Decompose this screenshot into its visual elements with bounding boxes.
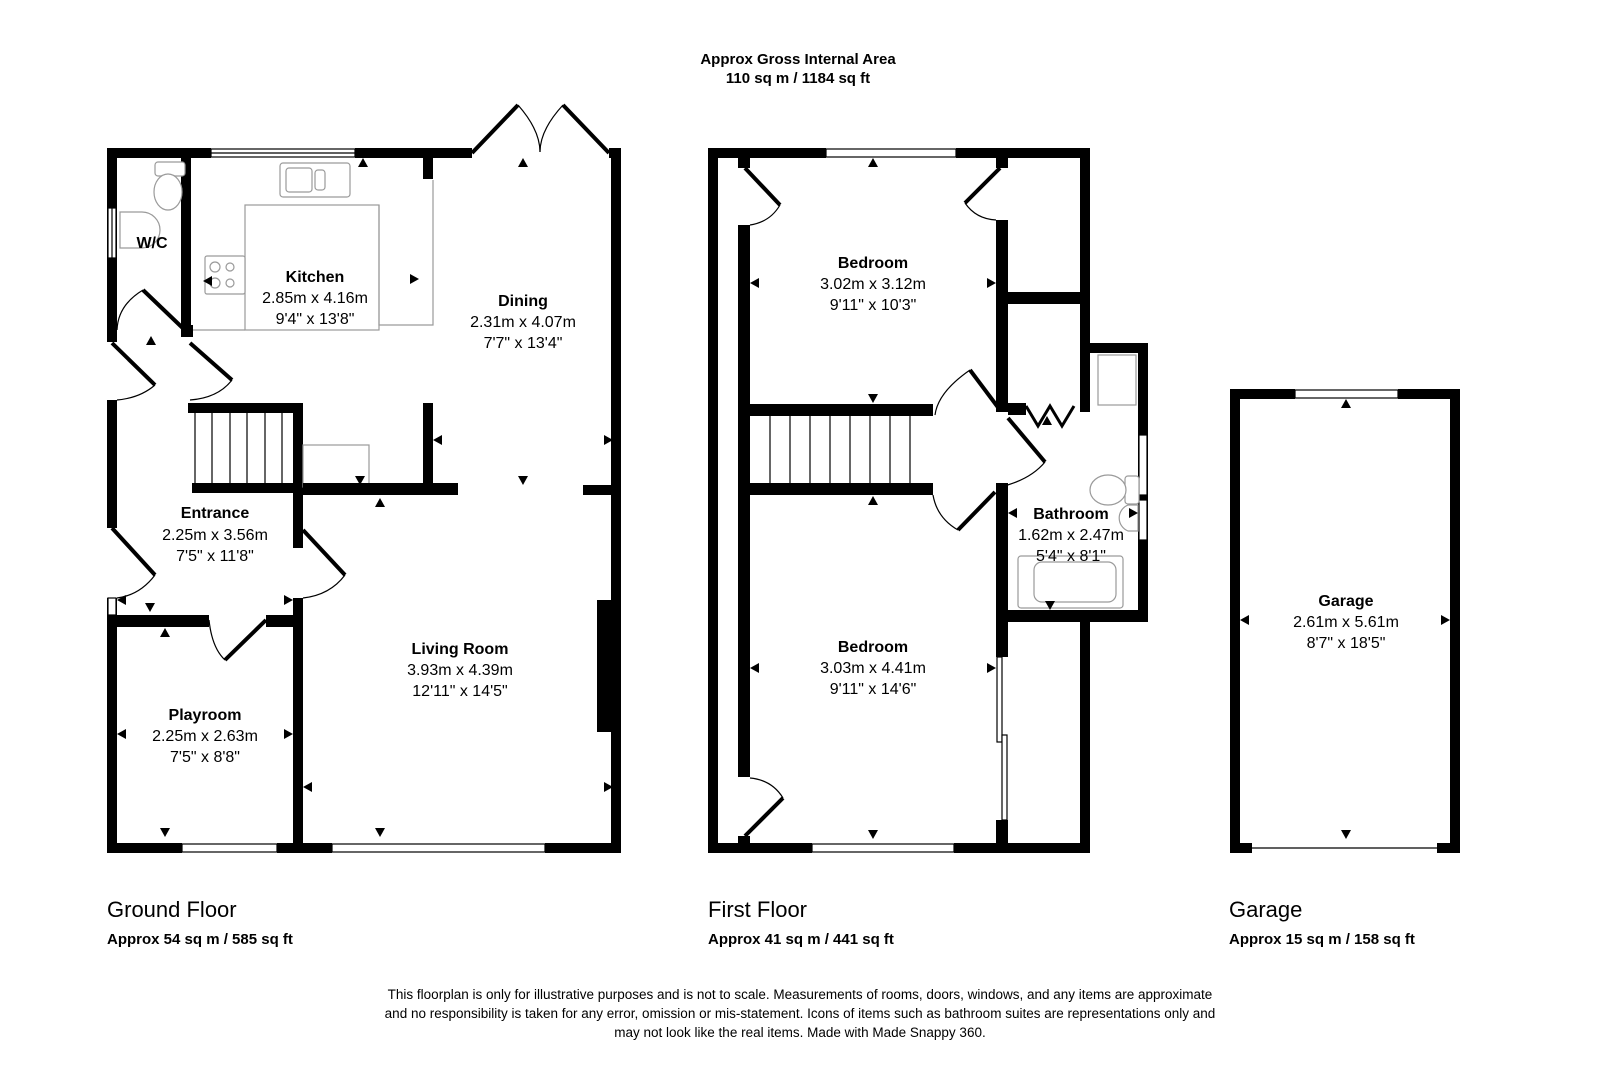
disclaimer: This floorplan is only for illustrative …	[300, 985, 1300, 1042]
room-bathroom: Bathroom 1.62m x 2.47m 5'4" x 8'1"	[1018, 506, 1124, 565]
room-wc: W/C	[136, 235, 168, 252]
svg-text:3.02m x 3.12m: 3.02m x 3.12m	[820, 276, 926, 293]
svg-text:7'5" x 11'8": 7'5" x 11'8"	[176, 548, 254, 565]
room-entrance: Entrance 2.25m x 3.56m 7'5" x 11'8"	[162, 505, 268, 565]
garage-area: Approx 15 sq m / 158 sq ft	[1229, 931, 1415, 948]
svg-text:Bedroom: Bedroom	[838, 255, 908, 272]
room-kitchen: Kitchen 2.85m x 4.16m 9'4" x 13'8"	[262, 269, 368, 328]
dimension-arrows	[750, 158, 1138, 839]
svg-text:Bedroom: Bedroom	[838, 639, 908, 656]
room-bedroom-1: Bedroom 3.02m x 3.12m 9'11" x 10'3"	[820, 255, 926, 314]
svg-text:Kitchen: Kitchen	[286, 269, 345, 286]
svg-text:7'7" x 13'4": 7'7" x 13'4"	[484, 335, 563, 352]
room-dining: Dining 2.31m x 4.07m 7'7" x 13'4"	[470, 293, 576, 352]
svg-text:9'4" x 13'8": 9'4" x 13'8"	[276, 311, 355, 328]
svg-text:3.93m x 4.39m: 3.93m x 4.39m	[407, 662, 513, 679]
ground-floor-area: Approx 54 sq m / 585 sq ft	[107, 931, 293, 948]
disclaimer-line: This floorplan is only for illustrative …	[387, 987, 1213, 1002]
disclaimer-line: may not look like the real items. Made w…	[614, 1025, 986, 1040]
svg-text:3.03m x 4.41m: 3.03m x 4.41m	[820, 660, 926, 677]
svg-text:9'11" x 10'3": 9'11" x 10'3"	[830, 297, 917, 314]
svg-text:8'7" x 18'5": 8'7" x 18'5"	[1307, 635, 1386, 652]
svg-text:Playroom: Playroom	[169, 707, 242, 724]
gross-area-title: Approx Gross Internal Area	[700, 51, 896, 68]
room-living-room: Living Room 3.93m x 4.39m 12'11" x 14'5"	[407, 641, 513, 700]
dimension-arrows	[1240, 399, 1450, 839]
svg-text:1.62m x 2.47m: 1.62m x 2.47m	[1018, 527, 1124, 544]
svg-text:2.61m x 5.61m: 2.61m x 5.61m	[1293, 614, 1399, 631]
svg-text:Living Room: Living Room	[412, 641, 509, 658]
svg-text:2.31m x 4.07m: 2.31m x 4.07m	[470, 314, 576, 331]
first-floor-plan: Bedroom 3.02m x 3.12m 9'11" x 10'3" Bath…	[708, 148, 1148, 853]
svg-text:Bathroom: Bathroom	[1033, 506, 1109, 523]
svg-text:W/C: W/C	[136, 235, 168, 252]
svg-text:9'11" x 14'6": 9'11" x 14'6"	[830, 681, 917, 698]
svg-text:Dining: Dining	[498, 293, 548, 310]
dimension-arrows	[117, 158, 613, 837]
garage-label: Garage	[1229, 897, 1303, 922]
ground-floor-plan: W/C Kitchen 2.85m x 4.16m 9'4" x 13'8" D…	[107, 103, 621, 853]
room-bedroom-2: Bedroom 3.03m x 4.41m 9'11" x 14'6"	[820, 639, 926, 698]
garage-plan: Garage 2.61m x 5.61m 8'7" x 18'5"	[1230, 389, 1460, 853]
svg-text:2.25m x 2.63m: 2.25m x 2.63m	[152, 728, 258, 745]
gross-area-value: 110 sq m / 1184 sq ft	[726, 70, 870, 87]
svg-text:2.25m x 3.56m: 2.25m x 3.56m	[162, 527, 268, 544]
svg-text:5'4" x 8'1": 5'4" x 8'1"	[1036, 548, 1106, 565]
room-playroom: Playroom 2.25m x 2.63m 7'5" x 8'8"	[152, 707, 258, 766]
svg-text:2.85m x 4.16m: 2.85m x 4.16m	[262, 290, 368, 307]
first-floor-label: First Floor	[708, 897, 807, 922]
svg-text:7'5" x 8'8": 7'5" x 8'8"	[170, 749, 240, 766]
svg-text:Entrance: Entrance	[181, 505, 250, 522]
ground-floor-label: Ground Floor	[107, 897, 237, 922]
first-floor-area: Approx 41 sq m / 441 sq ft	[708, 931, 894, 948]
room-garage: Garage 2.61m x 5.61m 8'7" x 18'5"	[1293, 593, 1399, 652]
svg-text:12'11" x 14'5": 12'11" x 14'5"	[412, 683, 507, 700]
svg-text:Garage: Garage	[1318, 593, 1373, 610]
disclaimer-line: and no responsibility is taken for any e…	[384, 1006, 1216, 1021]
